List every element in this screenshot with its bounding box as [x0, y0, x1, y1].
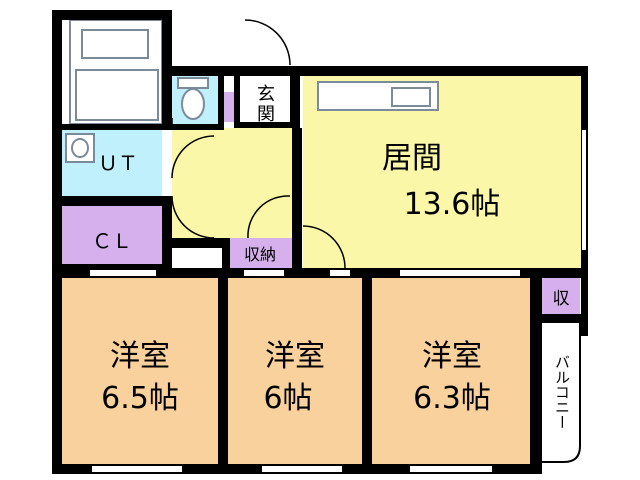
- bedroom-1-name: 洋室: [110, 339, 170, 374]
- entrance-storage-fill: [222, 92, 234, 122]
- bedroom-2-name: 洋室: [265, 339, 325, 374]
- kitchen-sink: [391, 87, 431, 107]
- storage-small-fill: [542, 278, 580, 318]
- storage-small-label: 収: [553, 289, 570, 309]
- toilet-bowl: [181, 88, 205, 120]
- balcony-outline: [542, 321, 581, 463]
- shower-area: [75, 69, 159, 121]
- door-swings: [171, 19, 346, 269]
- bathtub: [69, 19, 163, 125]
- living-room-size: 13.6帖: [404, 187, 501, 222]
- balcony-label: バルコニー: [553, 355, 571, 430]
- toilet-tank: [177, 77, 209, 89]
- storage-hall-label: 収納: [244, 245, 276, 264]
- kitchen-counter: [317, 81, 439, 111]
- utility-label: ＵＴ: [98, 151, 138, 175]
- closet-label: ＣＬ: [92, 229, 132, 253]
- entrance-label-2: 関: [257, 104, 275, 125]
- windows: [90, 130, 586, 472]
- bedroom-2-fill: [228, 278, 362, 464]
- bedroom-2-size: 6帖: [263, 381, 312, 416]
- bedroom-3-name: 洋室: [422, 339, 482, 374]
- washbasin-bowl: [71, 138, 89, 158]
- hall-fill: [172, 128, 300, 238]
- entrance-label-1: 玄: [257, 84, 275, 105]
- living-room-name: 居間: [382, 141, 442, 176]
- bedroom-1-size: 6.5帖: [101, 381, 179, 416]
- storage-hall-fill: [228, 238, 292, 268]
- bathtub-inner: [81, 29, 149, 59]
- bedroom-3-fill: [372, 278, 530, 464]
- balcony-fill: [538, 322, 580, 462]
- closet-fill: [62, 206, 162, 264]
- bedroom-1-fill: [62, 278, 222, 464]
- bedroom-3-size: 6.3帖: [413, 381, 491, 416]
